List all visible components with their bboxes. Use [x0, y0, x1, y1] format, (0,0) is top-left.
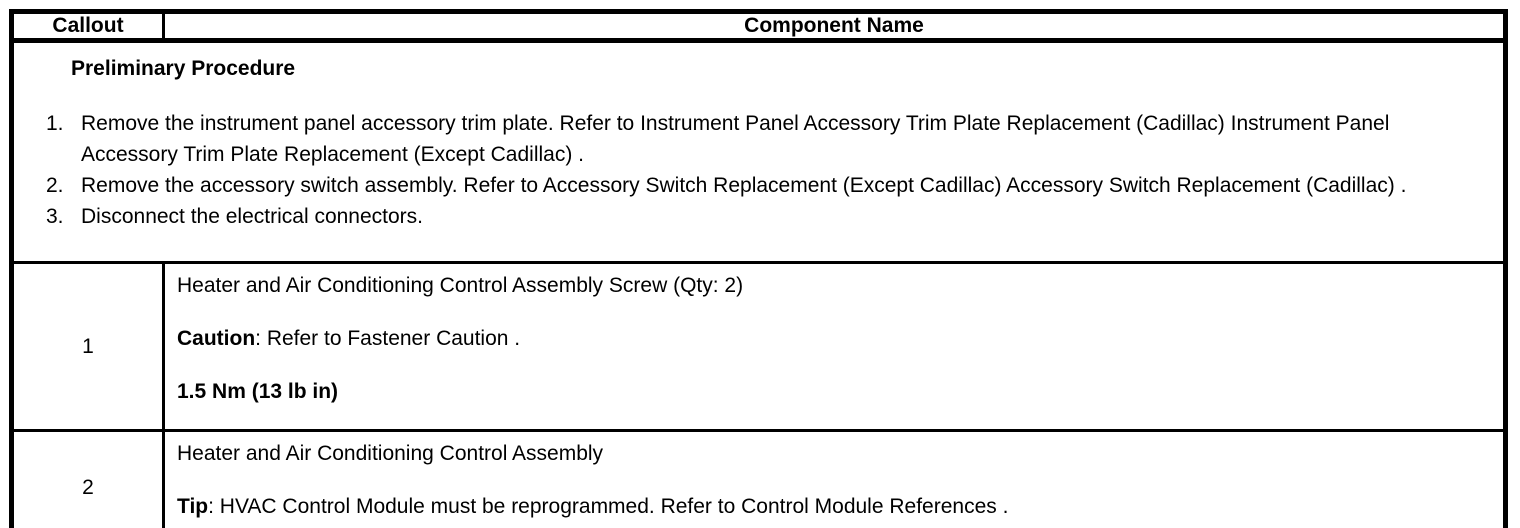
table-row: 2 Heater and Air Conditioning Control As…	[10, 429, 1507, 528]
step-number: 3.	[46, 205, 64, 228]
callout-cell-2: 2	[10, 429, 165, 528]
header-callout: Callout	[11, 11, 165, 43]
caution-text: : Refer to Fastener Caution .	[255, 327, 521, 350]
caution-note: Caution: Refer to Fastener Caution .	[177, 323, 1483, 354]
tip-text: : HVAC Control Module must be reprogramm…	[208, 495, 1009, 518]
step-item-1: 1. Remove the instrument panel accessory…	[28, 108, 1483, 170]
step-number: 2.	[46, 174, 64, 197]
step-text: Remove the instrument panel accessory tr…	[81, 112, 1390, 166]
table-row: 1 Heater and Air Conditioning Control As…	[10, 261, 1507, 432]
component-table: Callout Component Name Preliminary Proce…	[9, 9, 1508, 528]
step-item-3: 3. Disconnect the electrical connectors.	[28, 201, 1483, 232]
preliminary-procedure-title: Preliminary Procedure	[71, 57, 296, 80]
callout-cell-1: 1	[10, 261, 165, 432]
component-name-text: Heater and Air Conditioning Control Asse…	[177, 442, 604, 465]
header-component-name: Component Name	[163, 11, 1506, 43]
step-item-2: 2. Remove the accessory switch assembly.…	[28, 170, 1483, 201]
preliminary-procedure-cell: Preliminary Procedure 1. Remove the inst…	[10, 39, 1507, 264]
step-number: 1.	[46, 112, 64, 135]
step-text: Remove the accessory switch assembly. Re…	[81, 174, 1407, 197]
tip-note: Tip: HVAC Control Module must be reprogr…	[177, 491, 1483, 522]
torque-spec: 1.5 Nm (13 lb in)	[177, 380, 339, 403]
component-cell-2: Heater and Air Conditioning Control Asse…	[162, 429, 1507, 528]
tip-label: Tip	[177, 495, 209, 518]
component-cell-1: Heater and Air Conditioning Control Asse…	[162, 261, 1507, 432]
preliminary-procedure-row: Preliminary Procedure 1. Remove the inst…	[10, 39, 1507, 264]
component-name-text: Heater and Air Conditioning Control Asse…	[177, 274, 744, 297]
caution-label: Caution	[177, 327, 256, 350]
header-row: Callout Component Name	[11, 11, 1506, 43]
preliminary-steps-list: 1. Remove the instrument panel accessory…	[28, 108, 1483, 232]
step-text: Disconnect the electrical connectors.	[81, 205, 423, 228]
